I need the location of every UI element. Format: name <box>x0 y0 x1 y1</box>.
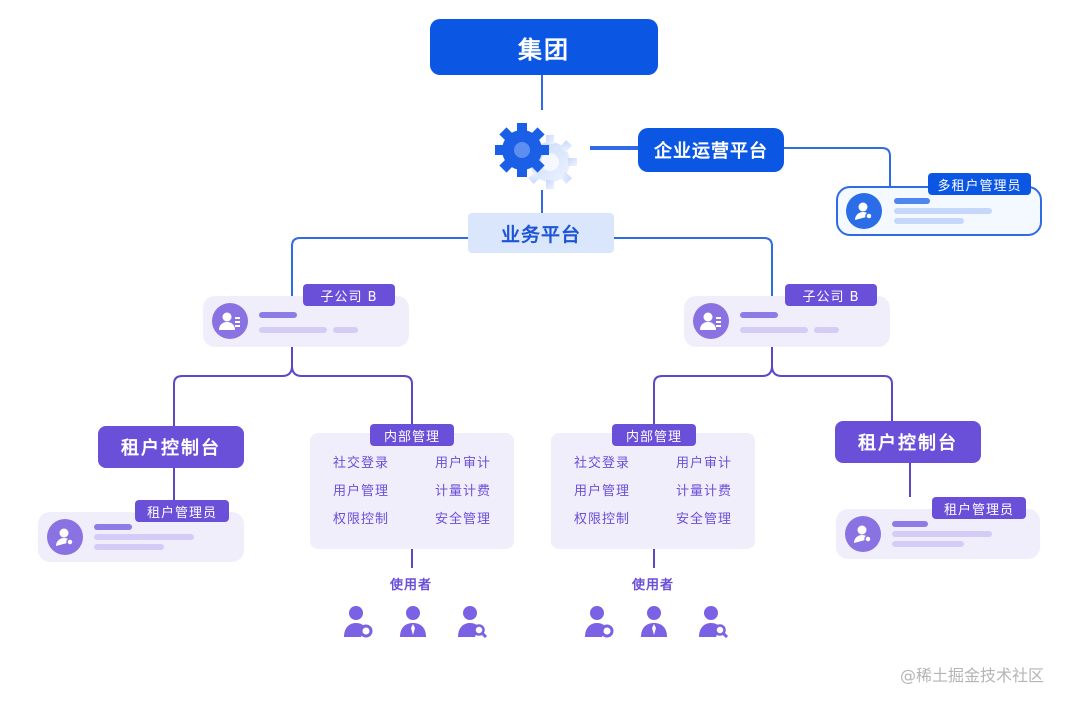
multi-tenant-admin-tag: 多租户管理员 <box>928 173 1031 195</box>
user-search-icon <box>697 604 729 642</box>
mgmt-item: 权限控制 <box>573 512 630 527</box>
internal-mgmt-title: 内部管理 <box>625 429 682 445</box>
mgmt-item: 权限控制 <box>332 512 389 527</box>
mgmt-item: 用户审计 <box>434 456 491 471</box>
placeholder-line <box>892 521 928 527</box>
users-label-left: 使用者 <box>390 578 433 593</box>
business-platform-node: 业务平台 <box>468 213 614 253</box>
mgmt-item: 安全管理 <box>434 512 491 527</box>
placeholder-line <box>814 327 839 333</box>
placeholder-line <box>894 218 964 224</box>
placeholder-line <box>892 531 992 537</box>
placeholder-line <box>892 541 964 547</box>
placeholder-line <box>94 544 164 550</box>
subsidiary-avatar-icon <box>693 303 729 339</box>
placeholder-line <box>259 327 327 333</box>
internal-mgmt-items: 社交登录 用户审计 用户管理 计量计费 权限控制 安全管理 <box>310 455 514 529</box>
tenant-console-label: 租户控制台 <box>858 433 958 454</box>
tenant-admin-avatar-icon <box>845 516 881 552</box>
group-label: 集团 <box>518 35 570 64</box>
placeholder-line <box>259 312 297 318</box>
placeholder-line <box>94 534 194 540</box>
tenant-console-left: 租户控制台 <box>98 426 244 468</box>
placeholder-line <box>333 327 358 333</box>
placeholder-line <box>894 198 930 204</box>
placeholder-line <box>740 312 778 318</box>
mgmt-item: 社交登录 <box>573 456 630 471</box>
watermark: @稀土掘金技术社区 <box>900 666 1045 685</box>
tenant-console-label: 租户控制台 <box>121 438 221 459</box>
subsidiary-card-left <box>203 296 409 347</box>
mgmt-item: 用户审计 <box>675 456 732 471</box>
placeholder-line <box>94 524 132 530</box>
ops-platform-label: 企业运营平台 <box>654 141 768 162</box>
subsidiary-tag-left: 子公司 B <box>303 284 395 306</box>
internal-mgmt-title: 内部管理 <box>383 429 440 445</box>
mgmt-item: 用户管理 <box>573 484 630 499</box>
subsidiary-label: 子公司 B <box>802 289 860 305</box>
subsidiary-avatar-icon <box>212 303 248 339</box>
mgmt-item: 安全管理 <box>675 512 732 527</box>
internal-mgmt-panel-right: 社交登录 用户审计 用户管理 计量计费 权限控制 安全管理 <box>551 433 755 549</box>
tenant-admin-tag-right: 租户管理员 <box>932 497 1026 519</box>
mgmt-item: 用户管理 <box>332 484 389 499</box>
users-label-right: 使用者 <box>632 578 675 593</box>
tenant-admin-avatar-icon <box>47 519 83 555</box>
internal-mgmt-tag-left: 内部管理 <box>370 424 454 446</box>
multi-tenant-admin-label: 多租户管理员 <box>937 178 1022 194</box>
gear-icon <box>494 118 584 192</box>
user-gear-icon <box>583 604 615 642</box>
group-node: 集团 <box>430 19 658 75</box>
business-platform-label: 业务平台 <box>500 223 581 246</box>
admin-avatar-icon <box>846 193 882 229</box>
tenant-console-right: 租户控制台 <box>835 421 981 463</box>
subsidiary-label: 子公司 B <box>320 289 378 305</box>
mgmt-item: 社交登录 <box>332 456 389 471</box>
mgmt-item: 计量计费 <box>434 484 491 499</box>
internal-mgmt-tag-right: 内部管理 <box>612 424 696 446</box>
subsidiary-tag-right: 子公司 B <box>785 284 877 306</box>
ops-platform-node: 企业运营平台 <box>638 128 784 172</box>
user-tie-icon <box>639 604 669 642</box>
tenant-admin-label: 租户管理员 <box>943 502 1014 518</box>
tenant-admin-label: 租户管理员 <box>146 505 217 521</box>
tenant-admin-tag-left: 租户管理员 <box>135 500 229 522</box>
internal-mgmt-panel-left: 社交登录 用户审计 用户管理 计量计费 权限控制 安全管理 <box>310 433 514 549</box>
placeholder-line <box>894 208 992 214</box>
mgmt-item: 计量计费 <box>675 484 732 499</box>
user-tie-icon <box>398 604 428 642</box>
user-gear-icon <box>342 604 374 642</box>
internal-mgmt-items: 社交登录 用户审计 用户管理 计量计费 权限控制 安全管理 <box>551 455 755 529</box>
user-search-icon <box>456 604 488 642</box>
placeholder-line <box>740 327 808 333</box>
